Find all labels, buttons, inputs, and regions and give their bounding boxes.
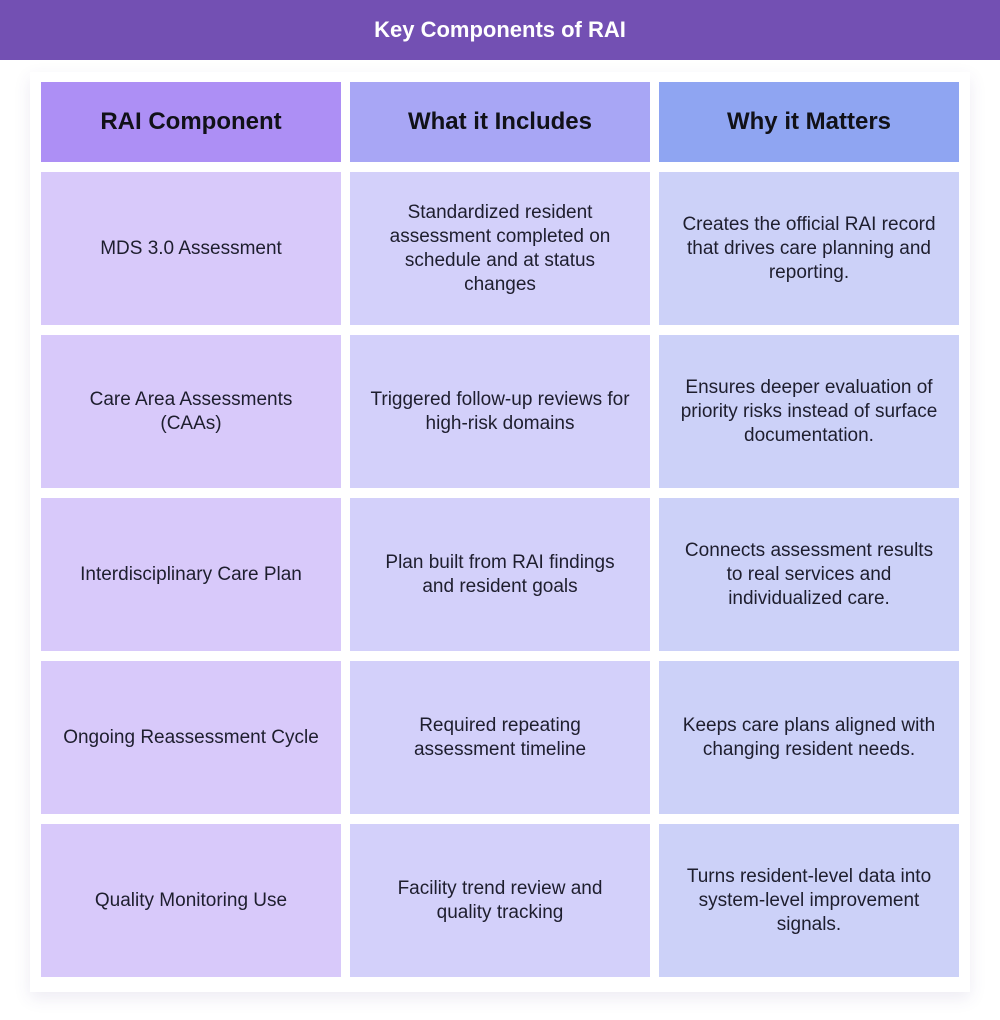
- row-2-matters: Ensures deeper evaluation of priority ri…: [659, 335, 959, 488]
- row-5-includes: Facility trend review and quality tracki…: [350, 824, 650, 977]
- row-4-component: Ongoing Reassessment Cycle: [41, 661, 341, 814]
- row-1-component: MDS 3.0 Assessment: [41, 172, 341, 325]
- row-3-matters: Connects assessment results to real serv…: [659, 498, 959, 651]
- title-bar: Key Components of RAI: [0, 0, 1000, 60]
- row-3-component: Interdisciplinary Care Plan: [41, 498, 341, 651]
- header-why-it-matters: Why it Matters: [659, 82, 959, 162]
- row-3-includes: Plan built from RAI findings and residen…: [350, 498, 650, 651]
- row-5-component: Quality Monitoring Use: [41, 824, 341, 977]
- row-1-matters: Creates the official RAI record that dri…: [659, 172, 959, 325]
- components-table: RAI Component What it Includes Why it Ma…: [30, 72, 970, 992]
- row-4-includes: Required repeating assessment timeline: [350, 661, 650, 814]
- row-5-matters: Turns resident-level data into system-le…: [659, 824, 959, 977]
- header-what-it-includes: What it Includes: [350, 82, 650, 162]
- row-1-includes: Standardized resident assessment complet…: [350, 172, 650, 325]
- table-grid: RAI Component What it Includes Why it Ma…: [41, 82, 959, 977]
- header-rai-component: RAI Component: [41, 82, 341, 162]
- row-4-matters: Keeps care plans aligned with changing r…: [659, 661, 959, 814]
- row-2-includes: Triggered follow-up reviews for high-ris…: [350, 335, 650, 488]
- page-title: Key Components of RAI: [374, 17, 626, 42]
- row-2-component: Care Area Assessments (CAAs): [41, 335, 341, 488]
